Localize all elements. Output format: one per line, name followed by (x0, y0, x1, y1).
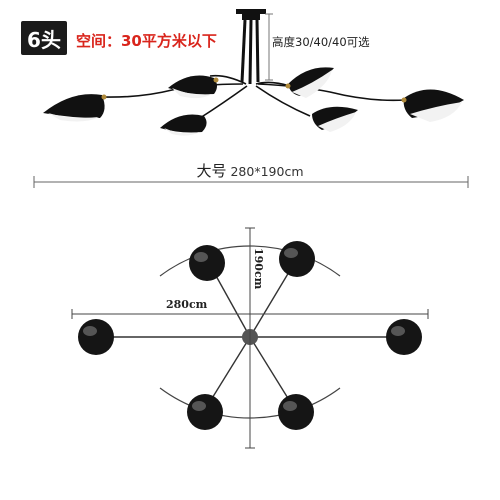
size-dimensions: 280*190cm (230, 164, 304, 179)
diagram-shade-top-right (279, 241, 315, 277)
diagram-shade-bottom-left (187, 394, 223, 430)
head-count-badge: 6头 (21, 21, 67, 55)
width-280-label: 280cm (166, 298, 208, 311)
diagram-shade-left (78, 319, 114, 355)
diagram-shade-bottom-right (278, 394, 314, 430)
ceiling-canopy (236, 9, 266, 14)
size-label: 大号 280*190cm (0, 160, 500, 181)
lamp-shade-upper-left (168, 75, 219, 99)
height-options-text: 高度30/40/40可选 (272, 35, 370, 49)
size-name: 大号 (196, 162, 227, 180)
room-space-text: 空间：30平方米以下 (76, 32, 217, 50)
diagram-arms (100, 261, 400, 409)
lamp-shade-lower-left (160, 114, 207, 136)
height-dim-marker (265, 13, 273, 81)
diagram-shade-top-left (189, 245, 225, 281)
width-dim-line (33, 176, 469, 188)
diagram-shade-right (386, 319, 422, 355)
height-190-dim (245, 227, 255, 449)
lamp-shade-upper-right (285, 67, 334, 98)
lamp-shade-left (43, 94, 107, 122)
height-190-label: 190cm (252, 248, 265, 290)
lamp-arms (101, 74, 406, 119)
hanging-rods (240, 19, 260, 85)
canopy-base (242, 14, 260, 20)
lamp-shade-lower-right (312, 106, 358, 132)
lamp-shade-right (401, 89, 464, 122)
